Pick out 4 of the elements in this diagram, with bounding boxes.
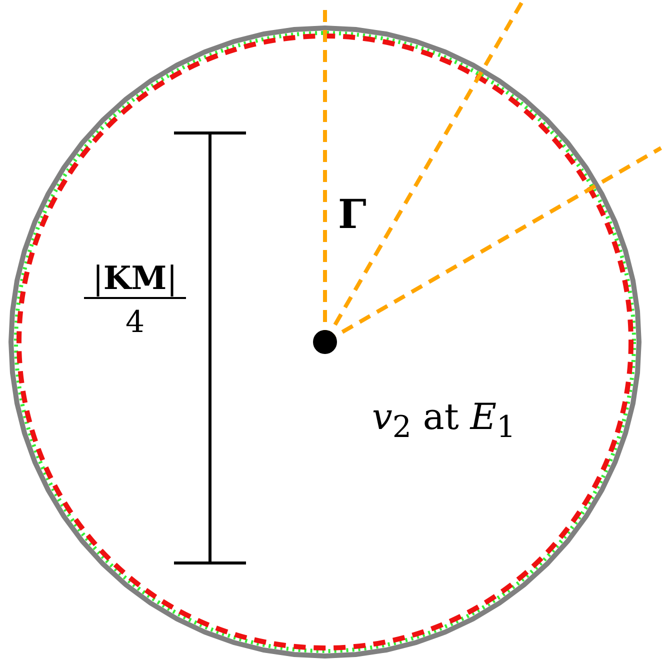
- annotation-text: v$_{2}$ at E$_{1}$: [372, 400, 516, 444]
- numerator-text: |KM|: [92, 262, 178, 294]
- point-label: Γ: [338, 195, 366, 235]
- denominator-text: 4: [125, 308, 145, 338]
